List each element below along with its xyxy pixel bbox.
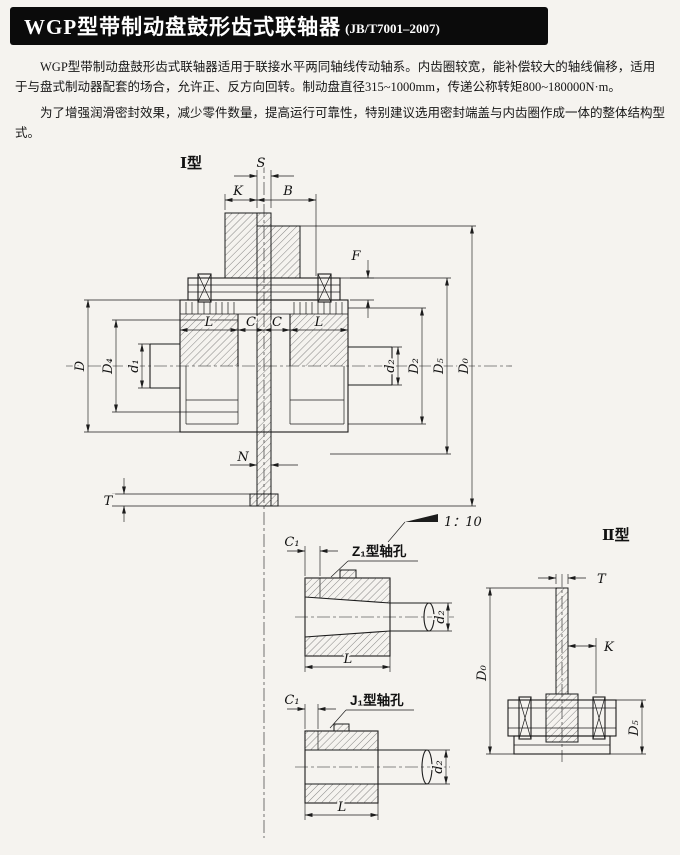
- fig2-geometry: [507, 587, 617, 755]
- dim-label-L-Z: L: [343, 652, 353, 667]
- dim-label-C1-J: C₁: [284, 693, 299, 708]
- dim-label-d2-Z: d₂: [433, 610, 448, 624]
- technical-drawing: Ⅰ型 S K B F L C C L: [66, 153, 646, 838]
- dim-label-D5: D₅: [432, 357, 447, 374]
- dim-label-T-2: T: [597, 572, 607, 587]
- dim-label-T: T: [104, 494, 114, 509]
- fig1-dimensions: Ⅰ型 S K B F L C C L: [71, 153, 484, 543]
- dim-label-d1: d₁: [127, 359, 142, 373]
- dim-label-D4: D₄: [101, 358, 116, 375]
- dim-label-K-2: K: [603, 640, 615, 655]
- figZ-geometry: [304, 569, 435, 657]
- taper-symbol: [405, 514, 438, 522]
- dim-label-d2-J: d₂: [431, 760, 446, 774]
- dim-label-L-right: L: [314, 315, 324, 330]
- intro-paragraph-2: 为了增强润滑密封效果，减少零件数量，提高运行可靠性，特别建议选用密封端盖与内齿圈…: [15, 105, 666, 140]
- dim-label-D2: D₂: [407, 358, 422, 375]
- fig2-dimensions: Ⅱ型 T K D₀ D₅: [473, 525, 646, 755]
- standard-code: (JB/T7001–2007): [345, 20, 440, 36]
- figJ-dimensions: C₁ J₁型轴孔 d₂ L: [283, 691, 450, 820]
- dim-label-L-left: L: [204, 315, 214, 330]
- dim-label-d2: d₂: [383, 359, 398, 373]
- figJ-title: J₁型轴孔: [350, 692, 404, 708]
- fig2-type-label: Ⅱ型: [602, 526, 630, 544]
- figZ-title: Z₁型轴孔: [352, 543, 407, 559]
- dim-label-K: K: [232, 184, 244, 199]
- intro-paragraph-1: WGP型带制动盘鼓形齿式联轴器适用于联接水平两同轴线传动轴系。内齿圈较宽，能补偿…: [15, 60, 656, 95]
- fig1-geometry: [149, 212, 393, 507]
- dim-label-D0-2: D₀: [475, 664, 490, 681]
- figJ-geometry: [304, 723, 433, 804]
- intro-text: WGP型带制动盘鼓形齿式联轴器适用于联接水平两同轴线传动轴系。内齿圈较宽，能补偿…: [15, 57, 667, 143]
- dim-label-N: N: [236, 450, 249, 465]
- dim-label-D: D: [73, 360, 88, 372]
- section-title-bar: WGP型带制动盘鼓形齿式联轴器 (JB/T7001–2007): [10, 7, 548, 45]
- dim-label-F: F: [350, 249, 361, 264]
- dim-label-C1-Z: C₁: [284, 535, 299, 550]
- section-title: WGP型带制动盘鼓形齿式联轴器: [24, 15, 342, 39]
- dim-label-C-right: C: [272, 315, 282, 330]
- figZ-dimensions: C₁ Z₁型轴孔 d₂ L: [283, 533, 452, 672]
- taper-label: 1：10: [444, 515, 482, 530]
- fig1-type-label: Ⅰ型: [180, 154, 202, 172]
- dim-label-D5-2: D₅: [627, 719, 642, 736]
- dim-label-L-J: L: [337, 800, 347, 815]
- dim-label-S: S: [257, 156, 266, 171]
- dim-label-D0: D₀: [457, 357, 472, 374]
- dim-label-C-left: C: [246, 315, 256, 330]
- dim-label-B: B: [282, 184, 293, 199]
